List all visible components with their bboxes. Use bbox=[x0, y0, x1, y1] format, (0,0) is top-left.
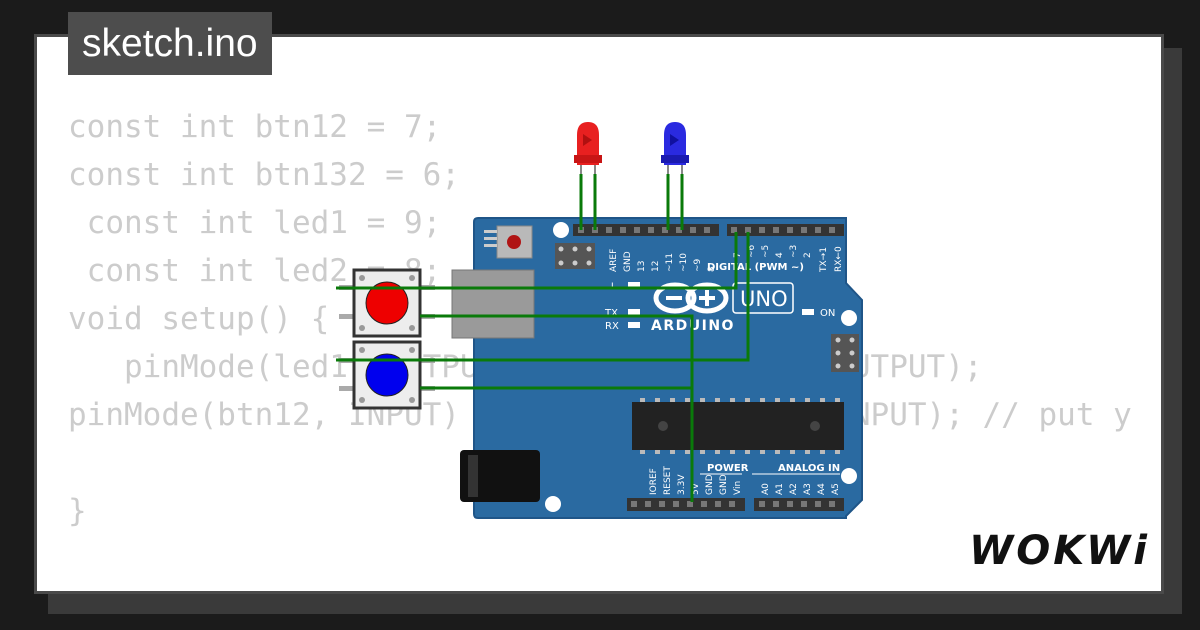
pin-label: ~3 bbox=[789, 245, 799, 258]
digital-label: DIGITAL (PWM ~) bbox=[707, 262, 804, 273]
pin-label: ~9 bbox=[693, 258, 703, 272]
digital-header-right bbox=[727, 224, 844, 236]
power-jack bbox=[460, 450, 540, 502]
atmega-chip bbox=[632, 398, 844, 454]
l-led bbox=[628, 282, 640, 288]
pin-label: A4 bbox=[817, 483, 827, 495]
pin-label: 3.3V bbox=[677, 474, 687, 495]
pin-label: RESET bbox=[663, 466, 673, 495]
tx-label: TX bbox=[604, 308, 618, 319]
arduino-uno-board[interactable]: AREF GND 13 12 ~11 ~10 ~9 8 7 ~6 ~5 4 ~3… bbox=[451, 217, 863, 519]
wokwi-logo: WOKWi bbox=[969, 528, 1150, 574]
code-line: const int led2 = 8; bbox=[68, 253, 442, 289]
pin-label: GND bbox=[719, 474, 729, 495]
sketch-filename-tab[interactable]: sketch.ino bbox=[68, 12, 272, 75]
pin-label: AREF bbox=[609, 249, 619, 272]
code-line: const int btn132 = 6; bbox=[68, 157, 460, 193]
arduino-logo-icon bbox=[653, 282, 729, 314]
reset-button[interactable] bbox=[484, 225, 533, 259]
button-red[interactable] bbox=[339, 268, 435, 338]
pin-label: A5 bbox=[831, 483, 841, 495]
pin-label: 4 bbox=[775, 252, 785, 258]
pin-label: A0 bbox=[761, 483, 771, 495]
wire-button-red-pin7 bbox=[336, 232, 738, 290]
pin-label: GND bbox=[623, 251, 633, 272]
pin-label: ~5 bbox=[761, 245, 771, 258]
pin-label: 7 bbox=[733, 252, 743, 258]
tx-led bbox=[628, 309, 640, 315]
pin-label: 8 bbox=[707, 266, 717, 272]
pin-label: 5V bbox=[691, 482, 701, 495]
uno-badge bbox=[732, 282, 794, 314]
led-red[interactable] bbox=[574, 122, 602, 230]
pin-label: ~11 bbox=[665, 253, 675, 272]
wires bbox=[336, 174, 750, 502]
mounting-hole bbox=[553, 222, 569, 238]
analog-label: ANALOG IN bbox=[778, 463, 840, 474]
mounting-hole bbox=[841, 468, 857, 484]
icsp-header-right bbox=[831, 334, 859, 372]
pin-label: 2 bbox=[803, 252, 813, 258]
mounting-hole bbox=[545, 496, 561, 512]
pin-label: A3 bbox=[803, 483, 813, 495]
pin-label: A1 bbox=[775, 483, 785, 495]
pin-label: 13 bbox=[637, 261, 647, 272]
code-line: void setup() { bbox=[68, 301, 330, 337]
led-blue[interactable] bbox=[661, 122, 689, 230]
pin-label: Vin bbox=[733, 481, 743, 495]
power-label: POWER bbox=[707, 463, 749, 474]
usb-connector bbox=[451, 269, 535, 339]
mounting-hole bbox=[841, 310, 857, 326]
pin-label: IOREF bbox=[649, 468, 659, 495]
power-header bbox=[627, 498, 745, 511]
on-led bbox=[802, 309, 814, 315]
rx-led bbox=[628, 322, 640, 328]
button-blue[interactable] bbox=[339, 340, 435, 410]
pin-label: ~10 bbox=[679, 253, 689, 272]
code-line: const int led1 = 9; bbox=[68, 205, 442, 241]
on-label: ON bbox=[820, 308, 835, 319]
rx-label: RX bbox=[605, 321, 619, 332]
pin-label: GND bbox=[705, 474, 715, 495]
pin-label: RX←0 bbox=[834, 246, 844, 272]
wire-button-blue-pin6 bbox=[336, 232, 750, 362]
code-line: const int btn12 = 7; bbox=[68, 109, 442, 145]
pin-label: A2 bbox=[789, 483, 799, 495]
code-line: } bbox=[68, 493, 87, 529]
pin-label: 12 bbox=[651, 261, 661, 272]
code-line: void loop() { bbox=[68, 583, 1132, 591]
wire-button-red-5v bbox=[420, 314, 694, 502]
pin-label: ~6 bbox=[747, 244, 757, 258]
code-background: const int btn12 = 7; const int btn132 = 6… bbox=[68, 103, 1132, 591]
icsp-header-top bbox=[555, 243, 595, 269]
pin-label: TX→1 bbox=[819, 247, 829, 273]
